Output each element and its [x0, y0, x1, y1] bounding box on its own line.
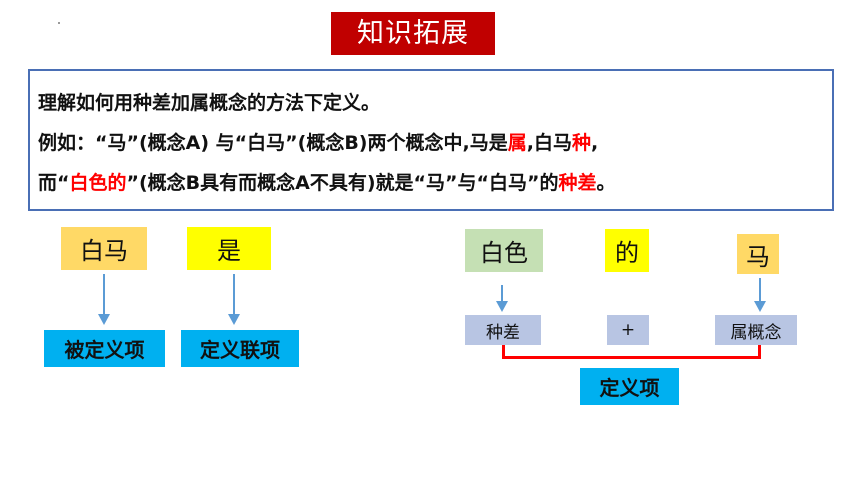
explanation-panel: 理解如何用种差加属概念的方法下定义。 例如：“马”(概念A) 与“白马”(概念B… [28, 69, 834, 211]
copula-box: 定义联项 [181, 330, 299, 367]
panel-line-3-text-c: 。 [596, 172, 616, 194]
plus-box: + [607, 315, 649, 345]
defined-term-box: 被定义项 [44, 330, 165, 367]
arrow-down-icon [753, 278, 767, 313]
grouping-bracket [502, 344, 761, 359]
genus-concept-box: 属概念 [715, 315, 797, 345]
panel-line-2-text-c: , [590, 132, 599, 154]
title-banner: 知识拓展 [331, 12, 495, 55]
panel-line-2-text-b: ,白马 [526, 132, 572, 154]
differentia-box: 种差 [465, 315, 541, 345]
arrow-down-icon [227, 274, 241, 326]
term-box-is: 是 [187, 227, 271, 270]
term-box-white-horse: 白马 [61, 227, 147, 270]
arrow-down-icon [97, 274, 111, 326]
corner-dot [58, 22, 60, 24]
word-box-de: 的 [605, 229, 649, 272]
panel-line-3: 而“白色的”(概念B具有而概念A不具有)就是“马”与“白马”的种差。 [38, 163, 832, 203]
highlight-genus: 属 [507, 132, 527, 154]
panel-line-2-text-a: 例如：“马”(概念A) 与“白马”(概念B)两个概念中,马是 [38, 132, 508, 154]
panel-line-3-text-b: ”(概念B具有而概念A不具有)就是“马”与“白马”的 [126, 172, 559, 194]
word-box-white-color: 白色 [465, 229, 543, 272]
highlight-white: 白色的 [69, 172, 127, 194]
panel-line-1: 理解如何用种差加属概念的方法下定义。 [38, 92, 381, 114]
definiens-box: 定义项 [580, 368, 679, 405]
panel-line-3-text-a: 而“ [38, 172, 70, 194]
highlight-difference: 种差 [558, 172, 597, 194]
arrow-down-icon [495, 285, 509, 313]
panel-line-2: 例如：“马”(概念A) 与“白马”(概念B)两个概念中,马是属,白马种, [38, 123, 832, 163]
word-box-horse: 马 [737, 234, 779, 274]
highlight-species: 种 [571, 132, 591, 154]
